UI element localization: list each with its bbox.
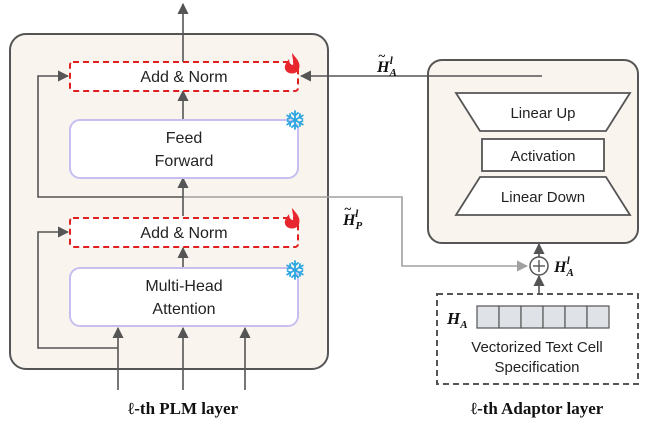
input-cell [564, 305, 588, 329]
residual-loop-top [37, 70, 183, 198]
plm-layer-caption: ℓ-th PLM layer [128, 399, 239, 418]
svg-text:HAl: HAl [376, 55, 397, 79]
attention-label-1: Multi-Head [145, 278, 222, 295]
attention-label-2: Attention [152, 301, 215, 318]
add-norm-bottom-label: Add & Norm [140, 225, 227, 242]
hp-tilde-mark: ~ [344, 201, 352, 216]
residual-loop-bottom [37, 226, 118, 349]
multi-head-attention-box [69, 267, 299, 327]
add-norm-top-label: Add & Norm [140, 69, 227, 86]
linear-down-shape [454, 176, 632, 216]
input-cell [476, 305, 500, 329]
ha-tilde-label: ~ HAl [376, 48, 397, 79]
input-text-2: Specification [494, 359, 579, 376]
input-cell [498, 305, 522, 329]
input-cell [586, 305, 610, 329]
svg-text:HPl: HPl [342, 208, 362, 232]
add-norm-top-box [69, 61, 299, 92]
skip-to-adaptor-line [183, 196, 529, 272]
linear-up-label: Linear Up [510, 105, 575, 122]
ha-tilde-mark: ~ [378, 48, 386, 63]
feed-forward-label-1: Feed [166, 130, 202, 147]
feed-forward-box [69, 119, 299, 179]
linear-up-shape [454, 92, 632, 132]
input-cell [520, 305, 544, 329]
svg-text:HAl: HAl [553, 255, 574, 279]
linear-down-label: Linear Down [501, 189, 585, 206]
activation-box [481, 138, 605, 172]
input-cells [476, 305, 610, 329]
hp-tilde-label: ~ HPl [342, 201, 362, 232]
feed-forward-label-2: Forward [155, 153, 214, 170]
ha-input-label: HA [446, 309, 468, 331]
ha-l-label: HAl [553, 255, 574, 279]
add-norm-bottom-box [69, 217, 299, 248]
input-text-1: Vectorized Text Cell [471, 339, 602, 356]
input-cell [542, 305, 566, 329]
adaptor-layer-caption: ℓ-th Adaptor layer [471, 399, 604, 418]
activation-label: Activation [510, 148, 575, 165]
